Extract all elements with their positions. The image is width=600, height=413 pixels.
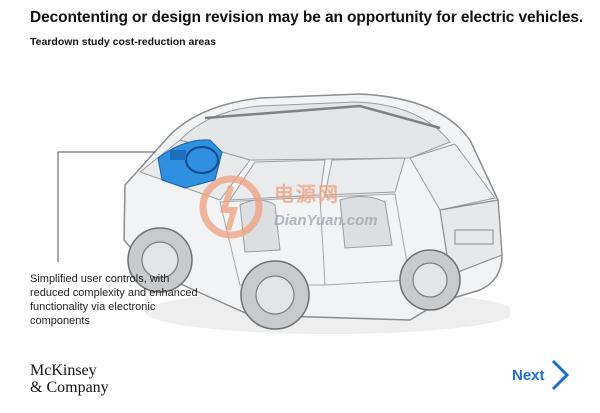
car-illustration <box>123 93 510 334</box>
watermark-logo-icon <box>199 175 263 239</box>
annotation-text: Simplified user controls, with reduced c… <box>30 273 198 327</box>
brand-line-1: McKinsey <box>30 362 97 379</box>
watermark: 电源网 DianYuan.com <box>196 172 416 242</box>
watermark-cn-text: 电源网 <box>274 184 340 206</box>
page-subtitle: Teardown study cost-reduction areas <box>30 36 216 48</box>
watermark-en-text: DianYuan.com <box>274 212 378 229</box>
page-title: Decontenting or design revision may be a… <box>30 9 584 26</box>
brand-logo: McKinsey & Company <box>30 362 109 396</box>
next-button[interactable]: Next <box>512 358 571 392</box>
chevron-right-icon <box>551 359 569 391</box>
next-label: Next <box>512 366 545 384</box>
brand-line-2: & Company <box>30 379 109 396</box>
